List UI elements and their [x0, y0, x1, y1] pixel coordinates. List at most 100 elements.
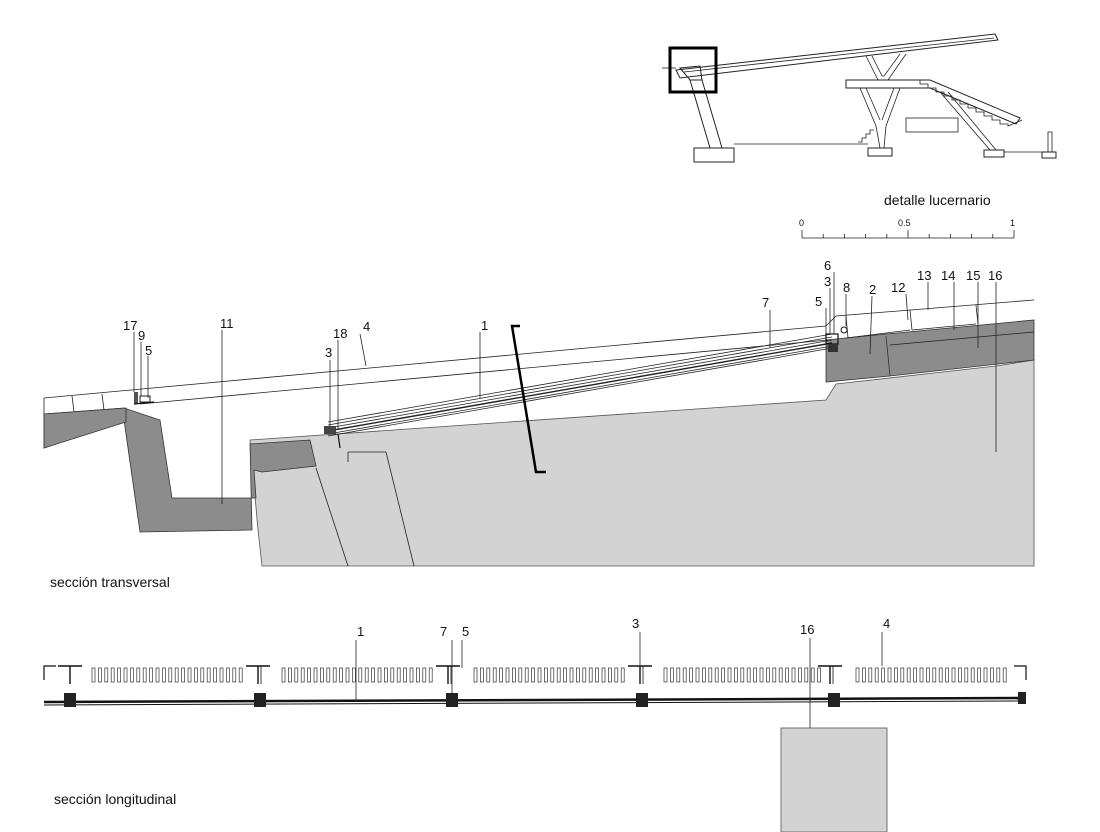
- glazing-slat: [155, 667, 160, 683]
- glazing-slat: [352, 667, 356, 683]
- glazing-slat: [294, 667, 299, 683]
- glazing-slat: [563, 667, 567, 683]
- long-callout-3: 3: [632, 616, 639, 631]
- callout-13: 13: [917, 268, 931, 283]
- gutter-concrete: [43, 407, 317, 533]
- callout-17: 17: [123, 318, 137, 333]
- glazing-slat: [320, 667, 324, 683]
- glazing-slat: [746, 667, 751, 683]
- glazing-slat: [238, 667, 243, 683]
- glazing-slat: [695, 667, 700, 683]
- glazing-slat: [727, 667, 732, 683]
- beam-concrete: [825, 319, 1035, 383]
- callout-18: 18: [333, 326, 347, 341]
- glazing-slat: [614, 667, 619, 683]
- detail-title: detalle lucernario: [884, 192, 991, 208]
- glazing-slat: [855, 667, 860, 683]
- glazing-slat: [945, 667, 949, 683]
- glazing-slat: [702, 667, 706, 683]
- glazing-slat: [689, 667, 693, 683]
- glazing-slat: [226, 667, 230, 683]
- callout-5-left: 5: [145, 343, 152, 358]
- glazing-slat: [682, 667, 687, 683]
- glazing-slat: [364, 667, 369, 683]
- glazing-slat: [734, 667, 738, 683]
- glazing-slat: [537, 667, 542, 683]
- glazing-slat: [473, 667, 478, 683]
- glazing-slat: [332, 667, 337, 683]
- scale-tick-half: 0.5: [898, 218, 911, 228]
- glazing-slat: [110, 667, 115, 683]
- glazing-slat: [620, 667, 625, 683]
- transverse-section: 17 9 5 11 18 3 4 1 7 6 3 5 8 2 12 13 14 …: [43, 258, 1035, 567]
- glazing-slat: [288, 667, 292, 683]
- glazing-slat: [958, 667, 962, 683]
- glazing-slat: [326, 667, 331, 683]
- glazing-slat: [98, 667, 102, 683]
- glazing-slat: [996, 667, 1001, 683]
- glazing-slat: [313, 667, 318, 683]
- glazing-slat: [409, 667, 414, 683]
- glazing-slat: [206, 667, 211, 683]
- building-mass: [249, 359, 1035, 567]
- transverse-title: sección transversal: [50, 574, 170, 590]
- glazing-slat: [970, 667, 975, 683]
- glazing-slat: [345, 667, 350, 683]
- callout-5-right: 5: [815, 294, 822, 309]
- longitudinal-title: sección longitudinal: [54, 791, 176, 807]
- glazing-slat: [117, 667, 121, 683]
- glazing-slat: [556, 667, 561, 683]
- glazing-slat: [785, 667, 789, 683]
- glazing-slat: [588, 667, 593, 683]
- glazing-slat: [900, 667, 905, 683]
- glazing-slat: [919, 667, 924, 683]
- glazing-slat: [480, 667, 484, 683]
- glazing-slat: [142, 667, 147, 683]
- callout-11: 11: [220, 316, 234, 331]
- glazing-slat: [136, 667, 141, 683]
- glazing-slat: [428, 667, 433, 683]
- glazing-slat: [582, 667, 587, 683]
- lower-fixing: [324, 426, 336, 434]
- glazing-slat: [874, 667, 879, 683]
- glazing-slat: [219, 667, 224, 683]
- callout-15: 15: [966, 268, 980, 283]
- glazing-node: [64, 693, 76, 707]
- glazing-slat: [416, 667, 420, 683]
- long-callout-4: 4: [883, 616, 890, 631]
- glazing-slat: [817, 667, 821, 683]
- glazing-slat: [708, 667, 713, 683]
- glazing-slat: [778, 667, 783, 683]
- glazing-slat: [938, 667, 943, 683]
- callout-1: 1: [481, 318, 488, 333]
- glazing-slat: [862, 667, 866, 683]
- glazing-slat: [791, 667, 796, 683]
- glazing-slat: [486, 667, 491, 683]
- glazing-node: [636, 693, 648, 707]
- glazing-slat: [913, 667, 917, 683]
- glazing-slat: [130, 667, 134, 683]
- glazing-slat: [422, 667, 427, 683]
- glazing-slat: [798, 667, 802, 683]
- upper-fixing: [828, 344, 838, 352]
- callout-9: 9: [138, 328, 145, 343]
- glazing-slat: [403, 667, 407, 683]
- glazing-slat: [544, 667, 548, 683]
- glazing-slat: [168, 667, 173, 683]
- skylight-glazing: [327, 333, 833, 437]
- glazing-slat: [390, 667, 395, 683]
- glazing-slat: [804, 667, 809, 683]
- glazing-slat: [499, 667, 503, 683]
- section-cut-marker: [510, 324, 546, 474]
- glazing-slat: [740, 667, 745, 683]
- glazing-node: [828, 693, 840, 707]
- glazing-slat: [772, 667, 777, 683]
- glazing-slat: [194, 667, 198, 683]
- callout-8: 8: [843, 280, 850, 295]
- glazing-node: [254, 693, 266, 707]
- callout-16: 16: [988, 268, 1002, 283]
- glazing-slat: [881, 667, 885, 683]
- glazing-slat: [281, 667, 286, 683]
- support-column: [780, 727, 888, 832]
- glazing-slat: [339, 667, 343, 683]
